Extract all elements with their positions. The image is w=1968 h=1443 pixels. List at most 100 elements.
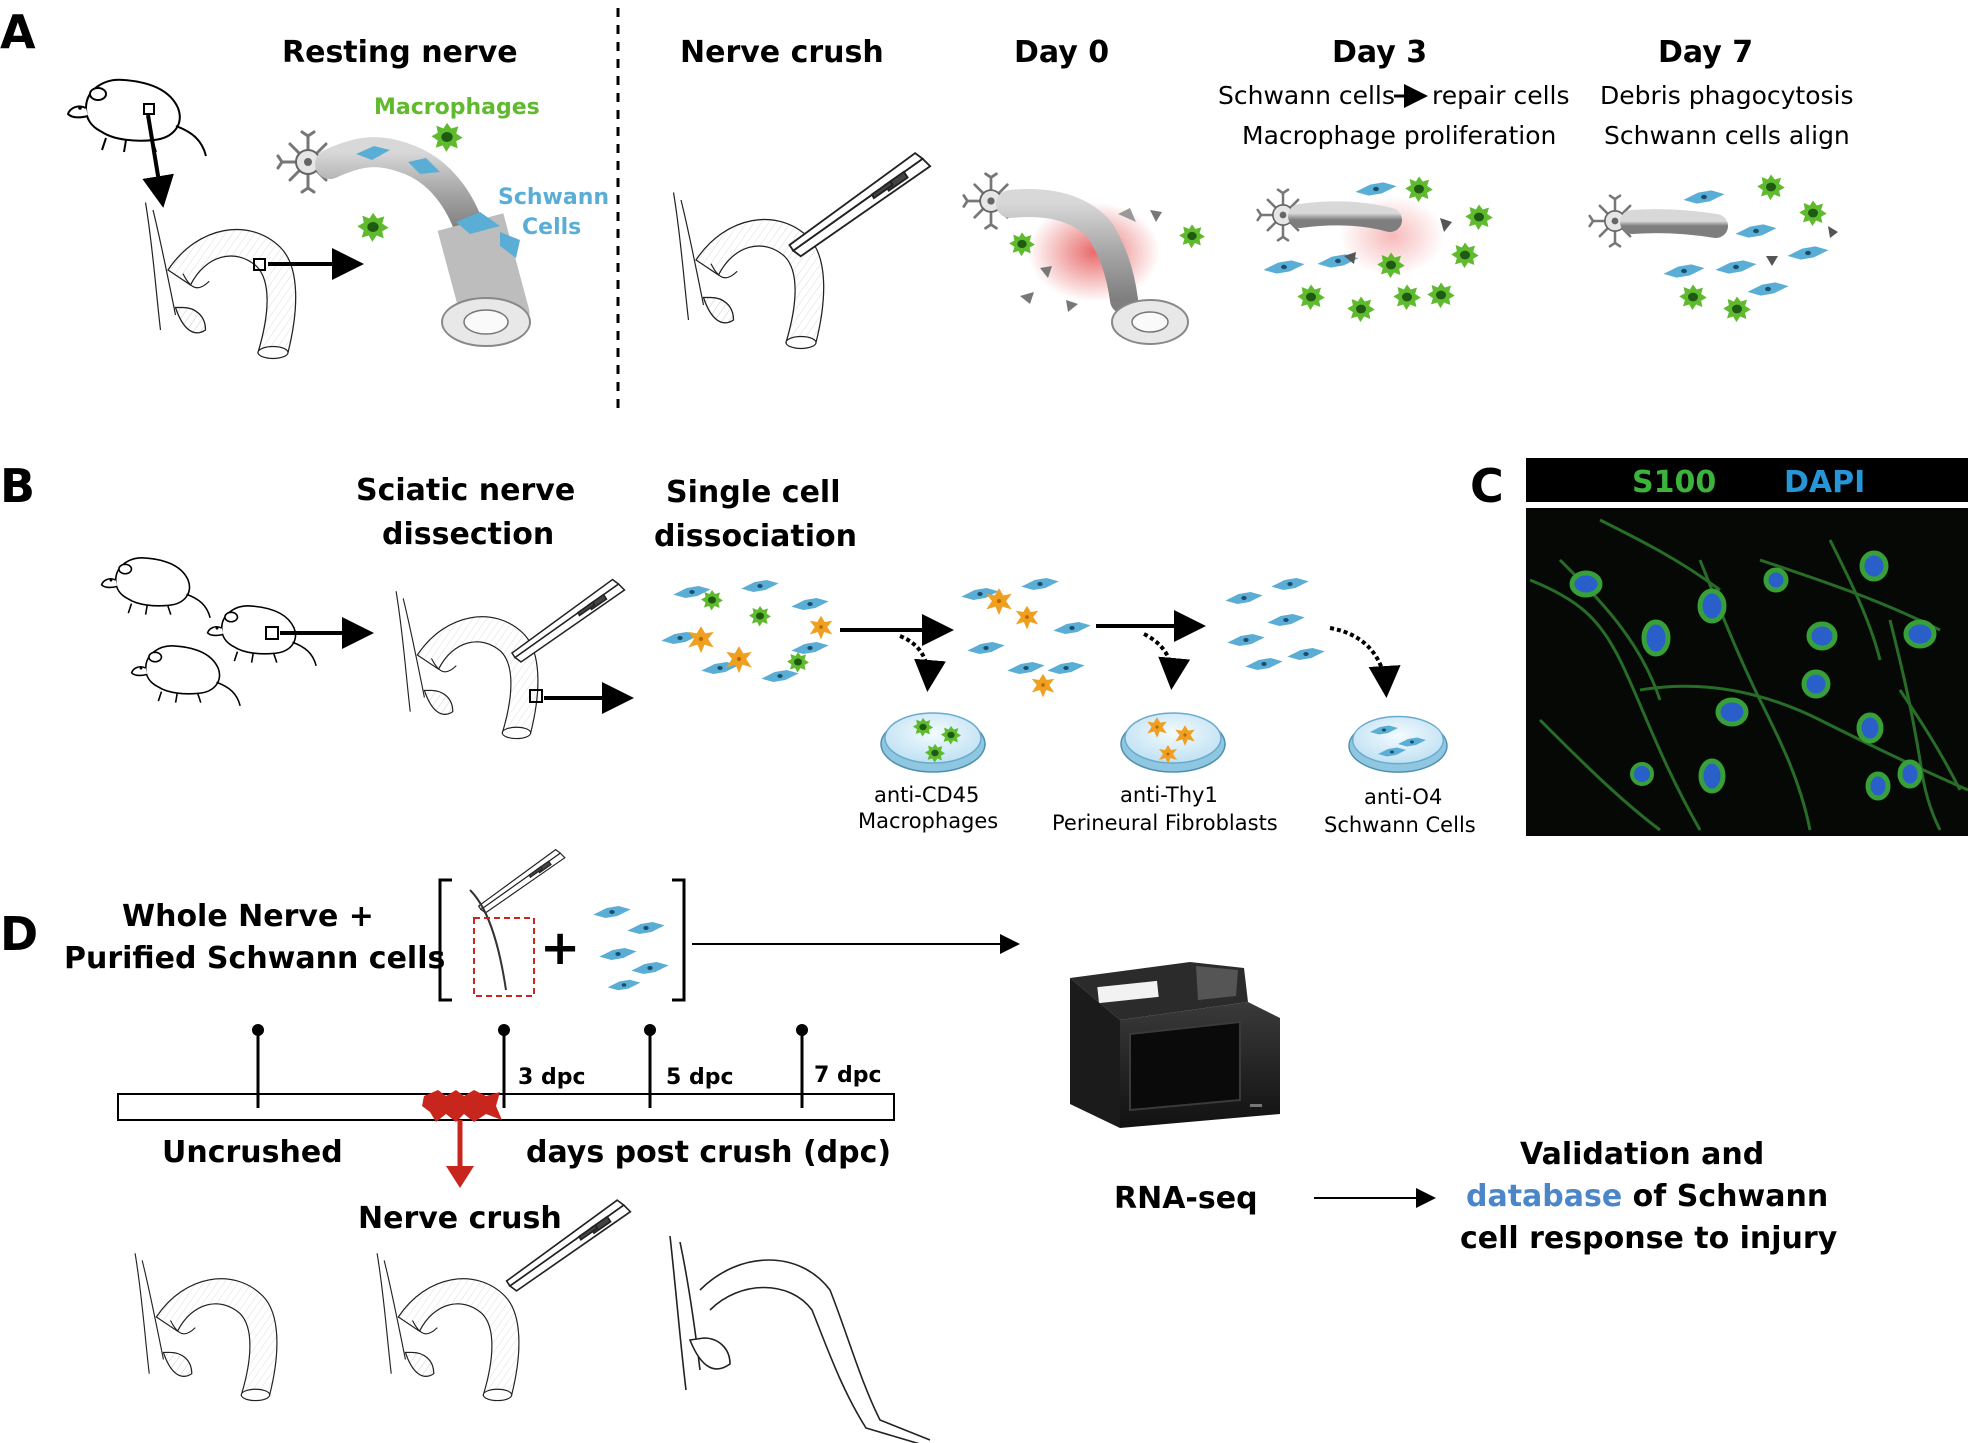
schwann-cell bbox=[673, 586, 711, 598]
nerve-crush-title: Nerve crush bbox=[680, 35, 884, 70]
macrophages-label: Macrophages bbox=[374, 95, 540, 120]
fibroblast-cell bbox=[809, 615, 833, 640]
panel-c-letter: C bbox=[1470, 459, 1504, 513]
macrophage-cell bbox=[1179, 224, 1205, 249]
schwann-cell bbox=[1663, 264, 1705, 278]
mouse-to-nerve-arrow bbox=[142, 114, 174, 208]
petri-dish-macrophages bbox=[880, 712, 986, 773]
s100-label: S100 bbox=[1632, 465, 1716, 500]
macrophage-cell bbox=[1757, 174, 1785, 201]
mouse-illustration bbox=[206, 605, 317, 667]
schwann-cell bbox=[1245, 658, 1283, 670]
timepoint-3dpc: 3 dpc bbox=[518, 1065, 586, 1090]
macrophage-cell bbox=[1723, 296, 1751, 323]
sample-title-line1: Whole Nerve + bbox=[122, 899, 374, 934]
schwann-label-line1: Schwann bbox=[498, 185, 609, 210]
schwann-cell bbox=[1715, 260, 1757, 274]
nerve-crush-label: Nerve crush bbox=[358, 1201, 562, 1236]
nerve-sample-box bbox=[253, 258, 266, 271]
sample-title-line2: Purified Schwann cells bbox=[64, 941, 445, 976]
degenerating-nerve-illustration bbox=[669, 1235, 931, 1443]
crushed-nerve-illustration bbox=[376, 1252, 520, 1402]
timeline-bar bbox=[117, 1093, 895, 1121]
sciatic-nerve-illustration bbox=[144, 201, 297, 360]
schwann-cell bbox=[1263, 260, 1305, 274]
schwann-cell bbox=[593, 906, 631, 918]
day3-line2: Macrophage proliferation bbox=[1242, 121, 1556, 150]
dish3-antibody: anti-O4 bbox=[1364, 785, 1442, 809]
macrophage-cell bbox=[1451, 242, 1479, 269]
macrophage-cell bbox=[1799, 200, 1827, 227]
stain-legend-bar bbox=[1526, 458, 1968, 502]
day3-line1-b: repair cells bbox=[1432, 81, 1570, 110]
macrophage-cell bbox=[749, 606, 771, 627]
dissected-nerve-illustration bbox=[395, 590, 539, 740]
sample-box bbox=[529, 689, 543, 703]
fibroblast-cell bbox=[1031, 673, 1055, 698]
schwann-cell bbox=[1271, 578, 1309, 590]
schwann-label-line2: Cells bbox=[522, 215, 581, 240]
uncrushed-nerve-illustration bbox=[134, 1252, 278, 1402]
forceps-icon bbox=[511, 578, 626, 663]
schwann-cell bbox=[1287, 648, 1325, 660]
schwann-cell bbox=[791, 598, 829, 610]
fibro-schwann-population bbox=[961, 578, 1091, 698]
schwann-cell bbox=[631, 962, 669, 974]
macrophage-cell bbox=[1297, 284, 1325, 311]
macrophage-cell bbox=[1465, 204, 1493, 231]
fibroblast-cell bbox=[688, 626, 714, 654]
schwann-cell bbox=[1747, 282, 1789, 296]
cell-bodies bbox=[1569, 550, 1937, 801]
schwann-cell bbox=[1021, 578, 1059, 590]
right-bracket bbox=[672, 878, 686, 1002]
day3-diagram bbox=[1256, 176, 1493, 323]
schwann-cell bbox=[1047, 662, 1085, 674]
mixed-cell-population bbox=[661, 580, 833, 682]
result-line2-rest: of Schwann bbox=[1622, 1179, 1828, 1214]
day3-line1-a: Schwann cells bbox=[1218, 81, 1395, 110]
crushed-nerve-illustration bbox=[672, 191, 825, 350]
day7-line2: Schwann cells align bbox=[1604, 121, 1850, 150]
nerve-sketch bbox=[469, 889, 507, 991]
left-bracket bbox=[438, 878, 452, 1002]
petri-dish-schwann bbox=[1348, 715, 1448, 773]
mouse-illustration bbox=[67, 78, 207, 157]
schwann-population bbox=[1225, 578, 1325, 670]
macrophage-cell bbox=[357, 212, 389, 242]
macrophage-cell bbox=[1347, 296, 1375, 323]
timepoint-7dpc: 7 dpc bbox=[814, 1063, 882, 1088]
schwann-cell bbox=[1007, 662, 1045, 674]
dissection-title-line2: dissection bbox=[382, 517, 554, 552]
macrophage-cell bbox=[701, 590, 723, 611]
macrophage-cell bbox=[431, 122, 463, 152]
selection-arrow-2 bbox=[1143, 632, 1191, 690]
macrophage-cell bbox=[1393, 284, 1421, 311]
uncrushed-label: Uncrushed bbox=[162, 1135, 343, 1170]
macrophage-cell bbox=[1427, 282, 1455, 309]
schwann-cell bbox=[1683, 190, 1725, 204]
schwann-cell bbox=[599, 948, 637, 960]
day7-title: Day 7 bbox=[1658, 35, 1753, 70]
dissociation-title-line2: dissociation bbox=[654, 519, 857, 554]
dish1-cells: Macrophages bbox=[858, 809, 998, 833]
fibroblast-cell bbox=[1015, 605, 1039, 630]
panel-d: D Whole Nerve + Purified Schwann cells +… bbox=[0, 849, 1838, 1443]
sample-box bbox=[143, 103, 155, 115]
schwann-cell bbox=[761, 670, 799, 682]
dissociation-title-line1: Single cell bbox=[666, 475, 841, 510]
panel-d-letter: D bbox=[0, 907, 38, 961]
database-highlight: database bbox=[1466, 1179, 1622, 1214]
dpc-axis-label: days post crush (dpc) bbox=[526, 1135, 891, 1170]
result-line3: cell response to injury bbox=[1460, 1221, 1838, 1256]
day0-title: Day 0 bbox=[1014, 35, 1109, 70]
forceps-icon bbox=[478, 849, 566, 914]
day0-diagram bbox=[962, 172, 1205, 345]
schwann-cell bbox=[791, 642, 829, 654]
dapi-label: DAPI bbox=[1784, 465, 1865, 500]
schwann-cell bbox=[1227, 634, 1265, 646]
panel-a: A Resting nerve Macrophages Schwann Cell… bbox=[0, 5, 1854, 410]
schwann-cell bbox=[1787, 246, 1829, 260]
macrophage-cell bbox=[1679, 284, 1707, 311]
panel-a-letter: A bbox=[0, 5, 36, 59]
